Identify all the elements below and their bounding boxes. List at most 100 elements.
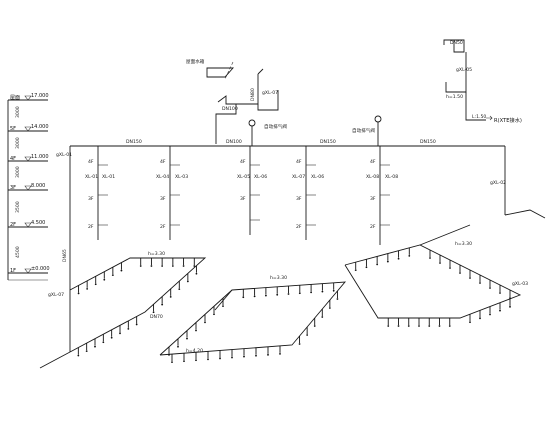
sprinkler-nozzle-icon [110,336,113,339]
sprinkler-nozzle-icon [328,307,331,309]
top-right-dn-label: DN50 [450,40,463,46]
sprinkler-nozzle-icon [479,317,481,320]
sprinkler-nozzle-icon [287,293,290,295]
sprinkler-nozzle-icon [94,345,96,348]
riser-id-left: XL-08 [366,174,379,180]
floor-height-4: 3000 [15,137,21,149]
sprinkler-nozzle-icon [168,353,170,356]
sprinkler-nozzle-icon [408,254,411,257]
side-label-right-mid: gXL-03 [512,281,528,287]
roof-pipe-label: DN100 [222,106,238,112]
sprinkler-nozzle-icon [77,292,80,295]
sprinkler-nozzle-icon [186,280,189,283]
pump-note: h=1.50 [446,94,463,100]
riser-id-right: XL-01 [102,174,115,180]
sprinkler-nozzle-icon [139,265,142,267]
sprinkler-nozzle-icon [321,316,324,318]
riser-id-left: XL-05 [237,174,250,180]
main-pipe-label-3: DN150 [320,139,336,145]
riser-id-right: XL-06 [311,174,324,180]
level-value-1f: ±0.000 [31,266,50,272]
sprinkler-nozzle-icon [177,345,179,348]
sprinkler-nozzle-icon [306,334,309,336]
floor-height-5: 3000 [15,106,21,118]
floor-height-1: 4500 [15,246,21,258]
sprinkler-nozzle-icon [298,343,301,345]
riser-group: XL-01 XL-01 4F 3F 2F XL-04 XL-03 4F 3F 2… [85,146,398,245]
sprinkler-nozzle-icon [509,305,511,308]
sprinkler-nozzle-icon [469,277,471,279]
sprinkler-nozzle-icon [310,291,312,294]
sprinkler-nozzle-icon [103,278,106,281]
exhaust-valve-label-1: 自动排气阀 [264,123,287,130]
roof-tank-label: 屋面水箱 [186,58,205,65]
riser-id-left: XL-04 [156,174,169,180]
floor-mark: 3F [296,196,302,202]
sprinkler-nozzle-icon [321,290,324,293]
sprinkler-heads [77,247,511,363]
sprinkler-nozzle-icon [449,267,451,269]
level-tag-1f: 1F [10,268,16,274]
sprinkler-nozzle-icon [428,325,431,327]
riser-size-left: DN65 [62,249,68,262]
sprinkler-nozzle-icon [499,292,501,294]
sprinkler-loop-left: gXL-07 h=3.30 DN70 [39,251,207,369]
sprinkler-nozzle-icon [509,297,511,299]
sprinkler-nozzle-icon [387,325,390,327]
sprinkler-nozzle-icon [183,360,185,363]
sprinkler-nozzle-icon [195,359,197,362]
sprinkler-nozzle-icon [127,327,130,330]
tank-pipe-label: DN80 [250,88,256,101]
level-tag-5f: 5F [10,126,16,132]
level-value-4f: 11.000 [31,154,49,160]
sprinkler-nozzle-icon [152,311,155,314]
exhaust-valves: 自动排气阀 自动排气阀 [248,115,382,146]
sprinkler-nozzle-icon [298,292,301,295]
sprinkler-nozzle-icon [253,295,256,298]
sprinkler-nozzle-icon [85,350,88,353]
sprinkler-nozzle-icon [207,358,209,361]
exhaust-valve-label-2: 自动排气阀 [352,127,375,134]
sprinkler-nozzle-icon [243,355,245,358]
sprinkler-nozzle-icon [102,341,105,344]
level-tag-4f: 4F [10,156,16,162]
sprinkler-nozzle-icon [279,353,281,355]
level-tag-2f: 2F [10,222,16,228]
sprinkler-nozzle-icon [135,323,138,326]
floor-mark: 4F [240,159,246,165]
main-pipe-label-4: DN150 [420,139,436,145]
floor-mark: 4F [160,159,166,165]
floor-height-3: 3000 [15,166,21,178]
sprinkler-nozzle-icon [186,337,188,340]
elevation-scale: 屋面 17.000 5F 14.000 4F 11.000 3F 8.000 2… [7,93,50,281]
floor-mark: 2F [160,224,166,230]
sprinkler-nozzle-icon [204,321,206,324]
level-value-2f: 4.500 [31,220,45,226]
floor-mark: 2F [296,224,302,230]
riser-id-left: XL-01 [85,174,98,180]
sprinkler-nozzle-icon [276,293,279,296]
sprinkler-nozzle-icon [86,287,89,290]
sprinkler-nozzle-icon [120,269,123,272]
sprinkler-nozzle-icon [193,265,196,267]
main-pipe-label-1: DN150 [126,139,142,145]
sprinkler-nozzle-icon [438,325,441,327]
sprinkler-nozzle-icon [242,296,245,299]
outdoor-connection: DN50 gXL-05 L:1.50 R(XTE接水) h=1.50 [443,39,522,124]
level-value-roof: 17.000 [31,93,49,99]
sprinkler-nozzle-icon [469,321,471,324]
h-label-right: h=3.30 [455,241,472,247]
sprinkler-nozzle-icon [397,325,400,327]
side-label-left-bottom: gXL-07 [48,292,64,298]
sprinkler-nozzle-icon [161,265,164,267]
sprinkler-nozzle-icon [219,357,221,360]
top-right-riser-label: gXL-05 [456,67,472,73]
sprinkler-nozzle-icon [267,353,269,356]
main-pipe-label-2: DN100 [226,139,242,145]
sprinkler-loop-middle: h=3.30 h=4.20 [159,275,347,356]
level-value-5f: 14.000 [31,124,49,130]
riser-xl04: XL-04 XL-03 4F 3F 2F [156,146,188,240]
level-tag-3f: 3F [10,185,16,191]
